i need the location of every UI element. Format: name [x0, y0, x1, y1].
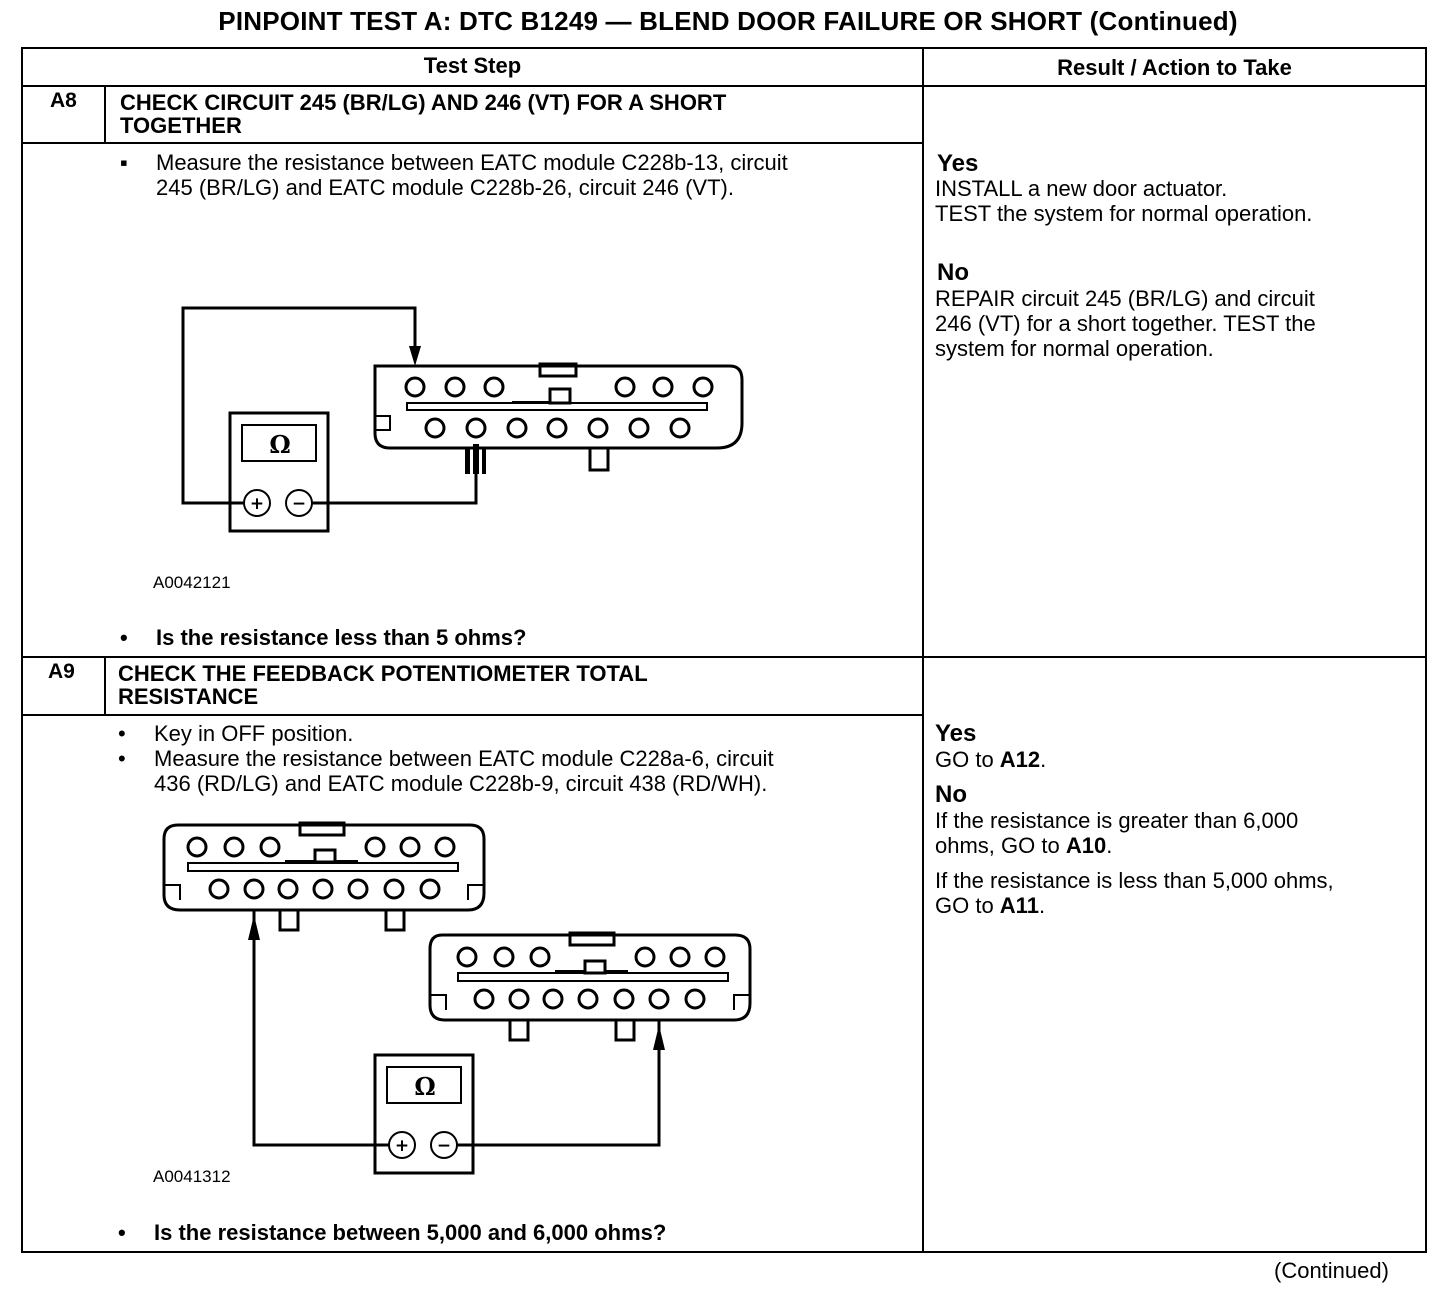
- header-result-action: Result / Action to Take: [1057, 55, 1292, 80]
- action-line: GO to A11.: [935, 893, 1046, 918]
- ohmmeter-body: [228, 411, 330, 533]
- step-title-line: CHECK THE FEEDBACK POTENTIOMETER TOTAL: [118, 661, 648, 686]
- a9-question: • Is the resistance between 5,000 and 6,…: [118, 1220, 898, 1248]
- action-line: INSTALL a new door actuator.: [935, 176, 1228, 201]
- connector-c228b-body: [428, 933, 752, 1022]
- figure-id-a9: A0041312: [153, 1167, 231, 1186]
- continued-note: (Continued): [1274, 1258, 1389, 1283]
- ohm-symbol: Ω: [414, 1072, 435, 1101]
- step-title-line: TOGETHER: [120, 113, 242, 138]
- a8-id-divider: [104, 85, 106, 143]
- question-text: Is the resistance between 5,000 and 6,00…: [154, 1220, 667, 1245]
- a8-instruction: ▪ Measure the resistance between EATC mo…: [120, 150, 910, 202]
- a9-no-action-low: If the resistance is less than 5,000 ohm…: [935, 868, 1334, 918]
- a9-no-label: No: [935, 781, 967, 808]
- action-line: system for normal operation.: [935, 336, 1214, 361]
- instruction-line: 245 (BR/LG) and EATC module C228b-26, ci…: [156, 175, 734, 200]
- bullet-marker: •: [118, 746, 126, 771]
- question-text: Is the resistance less than 5 ohms?: [156, 625, 527, 650]
- header-test-step: Test Step: [423, 53, 522, 78]
- ohm-symbol: Ω: [269, 430, 290, 459]
- bullet-marker: •: [118, 721, 126, 746]
- step-id-a9: A9: [48, 660, 75, 683]
- a8-connector-diagram: Ω + −: [181, 306, 744, 533]
- a8-no-label: No: [937, 259, 969, 286]
- test-table: [21, 47, 1427, 1253]
- connector-latch: [538, 362, 578, 378]
- action-text: GO to: [935, 747, 1000, 772]
- action-line: REPAIR circuit 245 (BR/LG) and circuit: [935, 286, 1315, 311]
- instruction-text: Key in OFF position.: [154, 721, 354, 746]
- a9-connector-diagram: Ω + −: [162, 821, 752, 1175]
- a8-title-divider: [21, 142, 924, 144]
- ohmmeter-display: [241, 424, 317, 462]
- action-line: If the resistance is greater than 6,000: [935, 808, 1299, 833]
- instruction-line: Measure the resistance between EATC modu…: [156, 150, 788, 175]
- bullet-marker: ▪: [120, 150, 128, 175]
- a8-no-action: REPAIR circuit 245 (BR/LG) and circuit 2…: [935, 286, 1316, 361]
- a9-id-divider: [104, 656, 106, 715]
- bullet-marker: •: [118, 1220, 126, 1245]
- a8-yes-action: INSTALL a new door actuator. TEST the sy…: [935, 176, 1312, 226]
- instruction-line: 436 (RD/LG) and EATC module C228b-9, cir…: [154, 771, 768, 796]
- a8-question: • Is the resistance less than 5 ohms?: [120, 625, 900, 653]
- action-line: ohms, GO to A10.: [935, 833, 1113, 858]
- step-title-a9: CHECK THE FEEDBACK POTENTIOMETER TOTAL R…: [118, 662, 648, 708]
- step-title-a8: CHECK CIRCUIT 245 (BR/LG) AND 246 (VT) F…: [120, 91, 726, 137]
- test-lead-minus: [457, 1020, 661, 1147]
- connector-key: [548, 387, 572, 405]
- a9-instruction-key: • Key in OFF position.: [118, 721, 908, 747]
- a9-no-action-high: If the resistance is greater than 6,000 …: [935, 808, 1298, 858]
- figure-id-a8: A0042121: [153, 573, 231, 592]
- step-reference: A10: [1065, 833, 1107, 858]
- header-divider: [21, 85, 1427, 87]
- connector-tab: [588, 446, 610, 472]
- action-line: TEST the system for normal operation.: [935, 201, 1313, 226]
- step-reference: A12: [999, 747, 1041, 772]
- instruction-text: Measure the resistance between EATC modu…: [156, 150, 788, 200]
- meter-minus-sign: −: [437, 1136, 451, 1156]
- a9-instruction-measure: • Measure the resistance between EATC mo…: [118, 746, 908, 798]
- test-lead-plus: [181, 306, 417, 505]
- connector-rail: [406, 402, 708, 411]
- step-title-line: RESISTANCE: [118, 684, 259, 709]
- column-divider: [922, 47, 924, 1253]
- step-title-line: CHECK CIRCUIT 245 (BR/LG) AND 246 (VT) F…: [120, 90, 727, 115]
- meter-minus-sign: −: [292, 494, 306, 514]
- a9-yes-action: GO to A12.: [935, 747, 1047, 772]
- bullet-marker: •: [120, 625, 128, 650]
- ohmmeter-body: [373, 1053, 475, 1175]
- a9-title-divider: [21, 714, 924, 716]
- test-lead-minus: [312, 448, 478, 505]
- meter-plus-sign: +: [395, 1136, 409, 1156]
- test-lead-plus: [252, 910, 389, 1147]
- page-title: PINPOINT TEST A: DTC B1249 — BLEND DOOR …: [218, 6, 1238, 36]
- action-line: 246 (VT) for a short together. TEST the: [935, 311, 1316, 336]
- a8-yes-label: Yes: [937, 150, 979, 177]
- step-divider: [21, 656, 1427, 658]
- instruction-line: Measure the resistance between EATC modu…: [154, 746, 774, 771]
- step-id-a8: A8: [50, 89, 77, 112]
- meter-plus-sign: +: [250, 494, 264, 514]
- a9-yes-label: Yes: [935, 720, 977, 747]
- connector-body: [373, 364, 744, 450]
- action-line: If the resistance is less than 5,000 ohm…: [935, 868, 1334, 893]
- step-reference: A11: [999, 893, 1039, 918]
- ohmmeter-display: [386, 1066, 462, 1104]
- connector-c228a-body: [162, 823, 486, 912]
- instruction-text: Measure the resistance between EATC modu…: [154, 746, 774, 796]
